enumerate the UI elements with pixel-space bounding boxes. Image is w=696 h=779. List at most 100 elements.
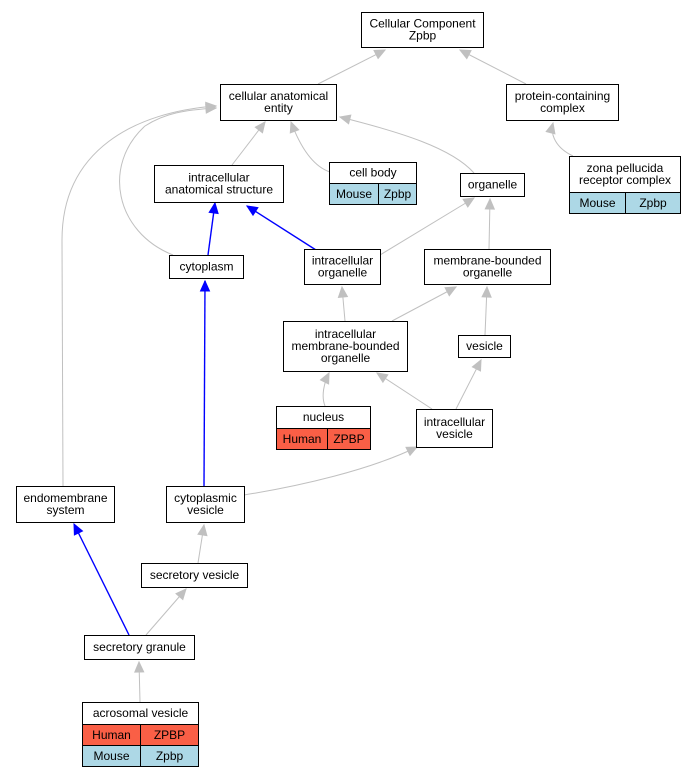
node-label: organelle bbox=[468, 178, 518, 192]
species-label: Mouse bbox=[579, 196, 615, 210]
node-box bbox=[169, 255, 244, 279]
node-label: organelle bbox=[463, 266, 513, 280]
node-cytoplasm[interactable]: cytoplasm bbox=[169, 255, 244, 279]
node-label: endomembrane bbox=[23, 491, 107, 505]
node-box bbox=[141, 563, 248, 588]
node-label: intracellular bbox=[188, 171, 249, 185]
node-label: acrosomal vesicle bbox=[93, 706, 189, 720]
edge-secretory-granule-to-secretory-vesicle bbox=[145, 588, 187, 636]
edge-cell-body-to-cellular-anatomical-entity bbox=[289, 120, 331, 173]
arrowhead-icon bbox=[254, 121, 266, 134]
arrowhead-icon bbox=[197, 523, 208, 537]
node-label: receptor complex bbox=[579, 173, 671, 187]
edge-zona-pellucida-receptor-complex-to-protein-containing-complex bbox=[545, 121, 574, 157]
species-label: Mouse bbox=[93, 749, 129, 763]
species-label: Mouse bbox=[336, 187, 372, 201]
arrowhead-icon bbox=[338, 114, 352, 125]
edges-layer bbox=[61, 49, 574, 703]
gene-label: ZPBP bbox=[333, 432, 364, 446]
edge-intracellular-vesicle-to-vesicle bbox=[455, 358, 482, 410]
node-label: intracellular bbox=[312, 254, 373, 268]
gene-label: Zpbp bbox=[639, 196, 667, 210]
node-box bbox=[416, 409, 493, 448]
node-box bbox=[361, 12, 484, 48]
node-box bbox=[569, 156, 681, 193]
node-box bbox=[16, 486, 115, 523]
node-label: nucleus bbox=[303, 410, 344, 424]
node-label: secretory granule bbox=[93, 640, 186, 654]
node-label: membrane-bounded bbox=[291, 339, 399, 353]
gene-cell bbox=[378, 183, 417, 205]
edge-membrane-bounded-organelle-to-organelle bbox=[484, 197, 496, 250]
node-label: cytoplasmic bbox=[174, 491, 237, 505]
arrowhead-icon bbox=[205, 101, 218, 113]
gene-label: ZPBP bbox=[154, 728, 185, 742]
arrowhead-icon bbox=[199, 279, 211, 292]
edge-intracellular-organelle-to-intracellular-anatomical-structure bbox=[245, 205, 317, 251]
node-vesicle[interactable]: vesicle bbox=[458, 335, 511, 358]
edge-intracellular-membrane-bounded-organelle-to-intracellular-organelle bbox=[337, 285, 349, 322]
arrowhead-icon bbox=[444, 286, 458, 297]
edge-line bbox=[376, 372, 433, 410]
edge-line bbox=[243, 446, 418, 496]
edge-line bbox=[339, 116, 475, 174]
edge-line bbox=[379, 197, 475, 256]
arrowhead-icon bbox=[73, 522, 84, 536]
node-box bbox=[460, 173, 525, 197]
edge-line bbox=[317, 49, 386, 85]
node-label: organelle bbox=[321, 351, 371, 365]
arrowhead-icon bbox=[481, 285, 492, 298]
node-organelle[interactable]: organelle bbox=[460, 173, 525, 197]
species-row-mouse: Mouse Zpbp bbox=[569, 192, 681, 214]
edge-intracellular-vesicle-to-intracellular-membrane-bounded-organelle bbox=[375, 372, 433, 410]
arrowhead-icon bbox=[545, 121, 556, 135]
node-box bbox=[458, 335, 511, 358]
arrowhead-icon bbox=[245, 205, 259, 217]
node-secretory-granule[interactable]: secretory granule bbox=[84, 635, 195, 660]
gene-label: Zpbp bbox=[384, 187, 412, 201]
arrowhead-icon bbox=[289, 120, 300, 134]
edge-intracellular-anatomical-structure-to-cellular-anatomical-entity bbox=[231, 121, 266, 166]
arrowhead-icon bbox=[337, 285, 349, 298]
node-label: intracellular bbox=[424, 415, 485, 429]
edge-cytoplasm-to-intracellular-anatomical-structure bbox=[207, 201, 219, 256]
edge-line bbox=[391, 286, 457, 322]
node-label: cellular anatomical bbox=[229, 89, 328, 103]
node-label: cytoplasm bbox=[179, 260, 233, 274]
edge-protein-containing-complex-to-cellular-component bbox=[458, 49, 527, 85]
edge-nucleus-to-intracellular-membrane-bounded-organelle bbox=[319, 371, 330, 407]
arrowhead-icon bbox=[175, 588, 187, 601]
gene-cell bbox=[140, 745, 199, 767]
species-row-human: Human ZPBP bbox=[276, 428, 371, 450]
gene-cell bbox=[327, 428, 371, 450]
node-label: Zpbp bbox=[409, 29, 437, 43]
edge-line bbox=[246, 205, 317, 251]
edge-endomembrane-system-to-cellular-anatomical-entity bbox=[61, 101, 218, 487]
edge-vesicle-to-membrane-bounded-organelle bbox=[481, 285, 492, 336]
node-label: zona pellucida bbox=[587, 161, 664, 175]
node-box bbox=[166, 486, 245, 523]
species-label: Human bbox=[283, 432, 322, 446]
edge-line bbox=[73, 523, 130, 636]
node-box bbox=[283, 321, 408, 372]
edge-line bbox=[551, 122, 574, 157]
node-secretory-vesicle[interactable]: secretory vesicle bbox=[141, 563, 248, 588]
arrowhead-icon bbox=[375, 372, 389, 384]
node-box bbox=[220, 84, 337, 121]
